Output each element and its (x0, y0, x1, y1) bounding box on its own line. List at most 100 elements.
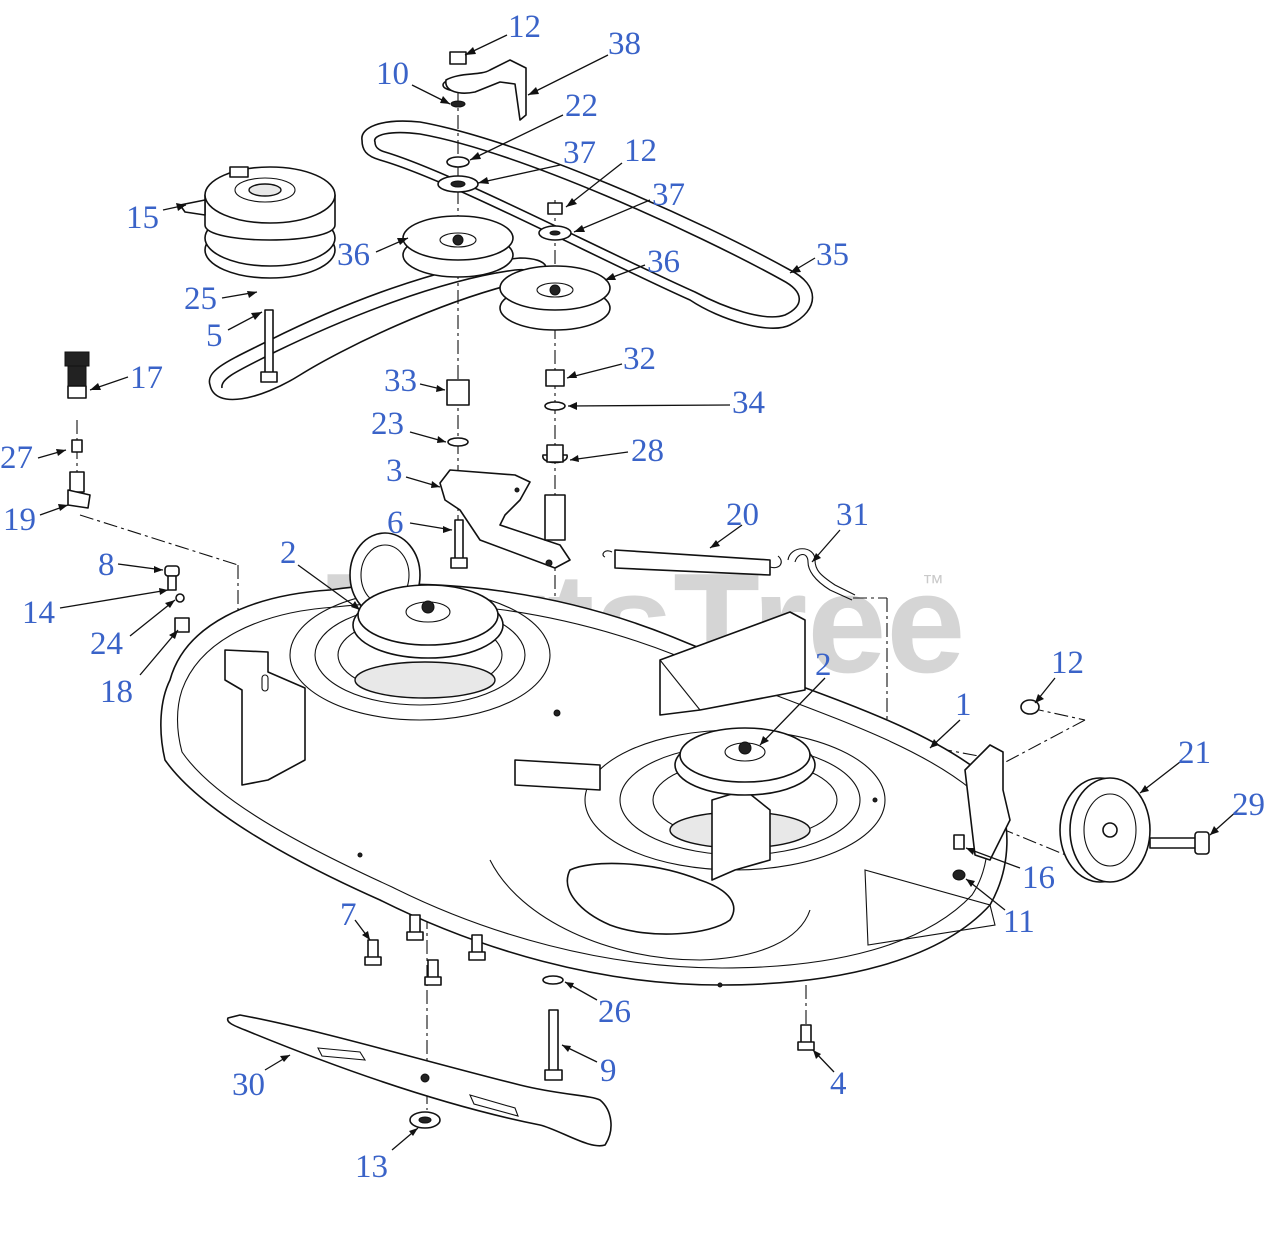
hardware-stack-right (538, 202, 572, 464)
callout-33: 33 (384, 363, 446, 399)
callout-label: 23 (371, 406, 404, 442)
callout-5: 5 (206, 311, 263, 354)
wheel-nut (952, 699, 1040, 881)
callout-30: 30 (232, 1054, 291, 1103)
callout-36a: 36 (337, 237, 409, 273)
idler-arm-plate (439, 469, 571, 569)
callout-23: 23 (371, 406, 447, 443)
callout-label: 12 (508, 9, 541, 45)
callout-label: 15 (126, 200, 159, 236)
callout-16: 16 (965, 847, 1055, 896)
callout-18: 18 (100, 629, 179, 710)
callout-label: 2 (280, 535, 297, 571)
callout-label: 10 (376, 56, 409, 92)
callout-label: 26 (598, 994, 631, 1030)
callout-label: 28 (631, 433, 664, 469)
callout-label: 11 (1003, 904, 1035, 940)
tension-spring (602, 549, 782, 576)
callout-3: 3 (386, 453, 441, 489)
callout-label: 1 (955, 687, 972, 723)
callout-7: 7 (340, 897, 371, 941)
wheel-axle-bolt (1149, 831, 1210, 855)
callout-label: 30 (232, 1067, 265, 1103)
callout-label: 4 (830, 1066, 847, 1102)
callout-8: 8 (98, 547, 164, 583)
callout-34: 34 (567, 385, 765, 421)
callout-label: 19 (3, 502, 36, 538)
bolt-9 (542, 975, 564, 1081)
callout-label: 21 (1178, 735, 1211, 771)
callout-label: 12 (624, 133, 657, 169)
callout-36b: 36 (604, 244, 680, 281)
watermark-trademark: ™ (922, 570, 944, 595)
callout-label: 8 (98, 547, 115, 583)
callout-label: 33 (384, 363, 417, 399)
callout-12b: 12 (565, 133, 657, 208)
callout-24: 24 (90, 599, 176, 662)
callout-6: 6 (387, 505, 453, 541)
callout-label: 12 (1051, 645, 1084, 681)
callout-19: 19 (3, 502, 69, 538)
callout-2a: 2 (280, 535, 361, 611)
callout-label: 37 (652, 177, 685, 213)
callout-29: 29 (1209, 787, 1265, 836)
rear-wheel (1059, 777, 1151, 883)
callout-27: 27 (0, 440, 67, 476)
callout-9: 9 (561, 1044, 617, 1089)
callout-label: 9 (600, 1053, 617, 1089)
mower-deck (160, 583, 1011, 988)
callout-label: 6 (387, 505, 404, 541)
callout-label: 27 (0, 440, 33, 476)
callout-35: 35 (789, 237, 849, 274)
callout-26: 26 (564, 981, 631, 1030)
callout-label: 37 (563, 135, 596, 171)
callout-21: 21 (1139, 735, 1211, 794)
callout-label: 16 (1022, 860, 1055, 896)
callout-25: 25 (184, 281, 258, 317)
callout-label: 32 (623, 341, 656, 377)
callout-label: 13 (355, 1149, 388, 1185)
callout-22: 22 (469, 88, 598, 161)
mower-blade (226, 1014, 612, 1147)
idler-pulley-left (402, 215, 514, 278)
deck-mount-bolts (364, 914, 815, 1051)
callout-13: 13 (355, 1127, 419, 1185)
callout-label: 31 (836, 497, 869, 533)
adjust-fitting (67, 439, 91, 509)
callout-label: 3 (386, 453, 403, 489)
callout-label: 36 (337, 237, 370, 273)
callout-label: 35 (816, 237, 849, 273)
callout-1: 1 (929, 687, 972, 749)
spindle-pulley-left (352, 584, 504, 659)
callout-label: 5 (206, 318, 223, 354)
callouts: 12 38 10 22 37 12 37 15 36 36 35 25 5 17… (0, 9, 1265, 1185)
bolt-5 (260, 309, 278, 383)
idler-pulley-right (499, 265, 611, 331)
callout-28: 28 (569, 433, 664, 469)
callout-4: 4 (812, 1049, 847, 1102)
blade-nut (409, 1111, 441, 1129)
belt-keeper-bracket (445, 59, 527, 121)
callout-12c: 12 (1034, 645, 1084, 704)
callout-label: 24 (90, 626, 123, 662)
callout-label: 36 (647, 244, 680, 280)
callout-20: 20 (709, 497, 759, 549)
callout-2b: 2 (759, 647, 832, 746)
callout-label: 29 (1232, 787, 1265, 823)
callout-label: 25 (184, 281, 217, 317)
gauge-wheel-hardware (164, 565, 190, 633)
callout-label: 18 (100, 674, 133, 710)
callout-label: 22 (565, 88, 598, 124)
pto-clutch (179, 166, 336, 279)
callout-10: 10 (376, 56, 451, 105)
callout-11: 11 (965, 878, 1035, 940)
callout-14: 14 (22, 588, 169, 631)
callout-38: 38 (527, 26, 641, 96)
callout-32: 32 (566, 341, 656, 379)
callout-15: 15 (126, 200, 187, 236)
callout-label: 2 (815, 647, 832, 683)
callout-17: 17 (89, 360, 163, 396)
callout-31: 31 (811, 497, 869, 563)
callout-label: 20 (726, 497, 759, 533)
